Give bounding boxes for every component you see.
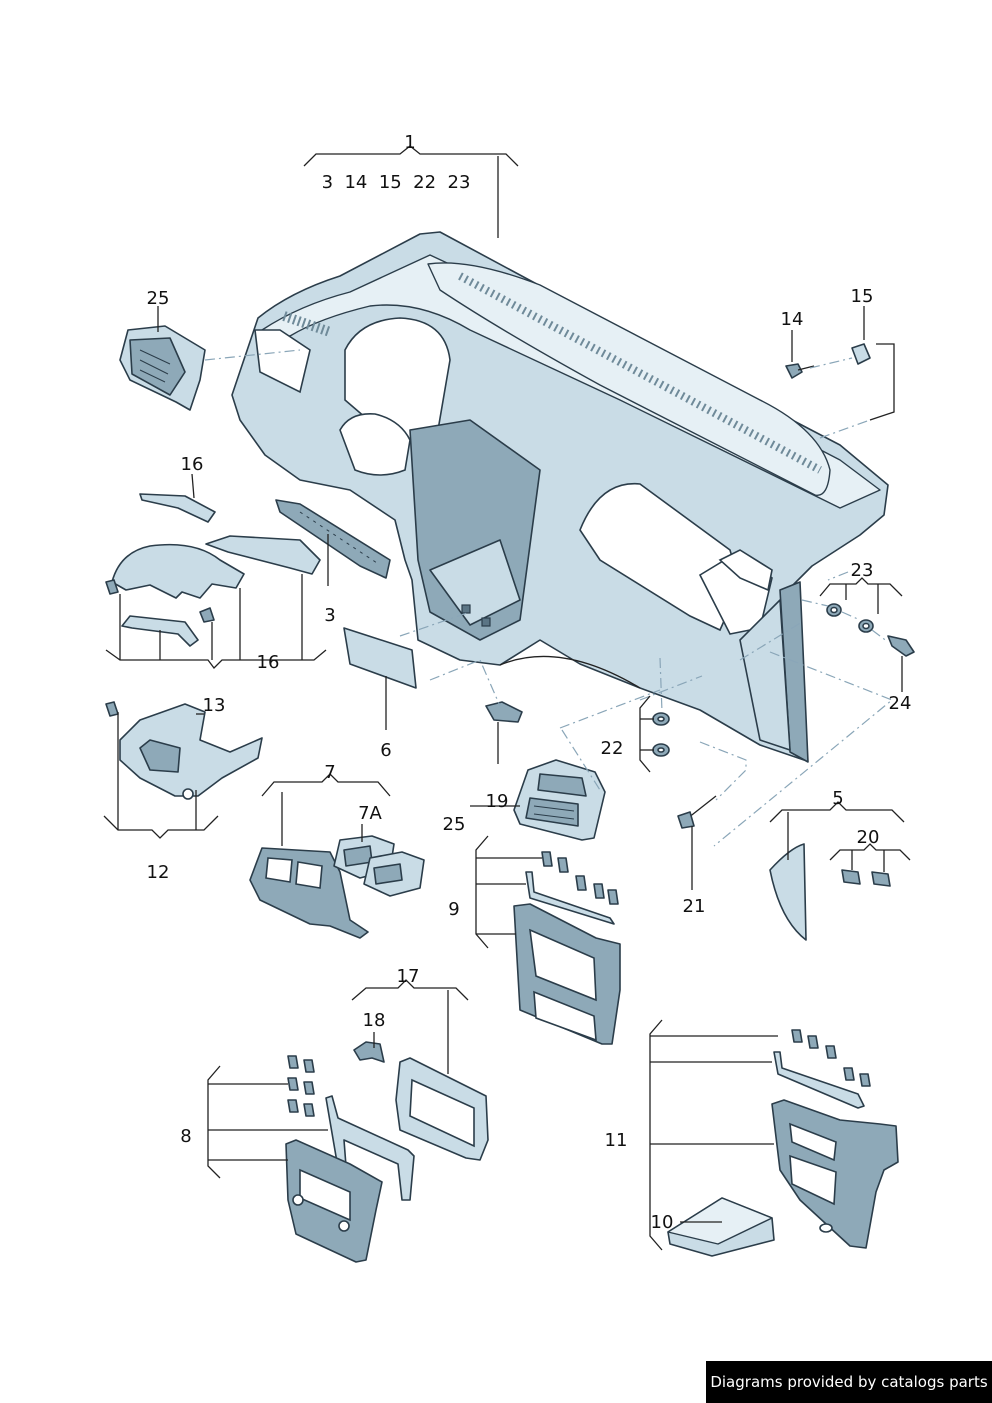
washers-22 bbox=[652, 712, 670, 757]
callout-8: 8 bbox=[180, 1126, 191, 1147]
trim-strip-9 bbox=[525, 871, 615, 925]
callout-3: 3 bbox=[324, 605, 335, 626]
attribution-footer: Diagrams provided by catalogs parts bbox=[706, 1361, 992, 1403]
callout-18: 18 bbox=[363, 1010, 386, 1031]
callout-16-lower: 16 bbox=[257, 652, 280, 673]
screw-14 bbox=[785, 363, 815, 379]
callout-23: 23 bbox=[851, 560, 874, 581]
clips-9 bbox=[541, 851, 619, 905]
washers-23 bbox=[826, 603, 874, 633]
bolt-24 bbox=[887, 635, 915, 657]
callout-14: 14 bbox=[781, 309, 804, 330]
connection-lines bbox=[204, 349, 894, 847]
callout-10: 10 bbox=[651, 1212, 674, 1233]
clips-20 bbox=[841, 869, 891, 887]
callout-11: 11 bbox=[605, 1130, 628, 1151]
clip-15 bbox=[851, 343, 871, 365]
center-air-vent-25 bbox=[513, 759, 606, 841]
steering-shroud-13 bbox=[105, 701, 263, 800]
center-console-panel-11 bbox=[771, 1099, 899, 1249]
callout-16-upper: 16 bbox=[181, 454, 204, 475]
callout-13: 13 bbox=[203, 695, 226, 716]
callout-17: 17 bbox=[397, 966, 420, 987]
cover-plate-6 bbox=[343, 627, 417, 689]
air-vents-7a bbox=[333, 835, 425, 897]
end-cover-5 bbox=[769, 843, 807, 941]
trim-strip-16-upper bbox=[139, 493, 216, 523]
callout-15: 15 bbox=[851, 286, 874, 307]
trim-strip-3 bbox=[275, 499, 391, 579]
callout-25-center-vent: 25 bbox=[443, 814, 466, 835]
bracket-18 bbox=[353, 1041, 385, 1063]
callout-20: 20 bbox=[857, 827, 880, 848]
vent-panel-7 bbox=[249, 847, 369, 939]
callout-7a: 7A bbox=[358, 803, 382, 824]
center-frame-9 bbox=[513, 903, 621, 1045]
center-panel-8 bbox=[285, 1139, 383, 1263]
leader-lines bbox=[103, 145, 911, 1251]
mounting-frame-17 bbox=[395, 1057, 489, 1161]
callout-21: 21 bbox=[683, 896, 706, 917]
callout-1: 1 bbox=[404, 132, 415, 153]
callout-labels: 1 3 14 15 22 23 25 15 14 16 3 16 23 24 1… bbox=[147, 132, 912, 1233]
clips-11 bbox=[791, 1029, 871, 1087]
sensor-19 bbox=[485, 701, 523, 723]
callout-25-side-vent: 25 bbox=[147, 288, 170, 309]
trim-strip-11 bbox=[773, 1051, 865, 1109]
dashboard-panel bbox=[231, 231, 889, 763]
callout-7: 7 bbox=[324, 762, 335, 783]
side-air-vent-left bbox=[119, 325, 206, 411]
storage-tray-10 bbox=[667, 1197, 775, 1257]
bolt-21 bbox=[677, 795, 717, 829]
callout-12: 12 bbox=[147, 862, 170, 883]
defroster-grille bbox=[282, 272, 822, 474]
callout-9: 9 bbox=[448, 899, 459, 920]
clips-8 bbox=[287, 1055, 315, 1117]
callout-24: 24 bbox=[889, 693, 912, 714]
callout-19: 19 bbox=[486, 791, 509, 812]
callout-22: 22 bbox=[601, 738, 624, 759]
callout-1-subparts: 3 14 15 22 23 bbox=[322, 172, 471, 193]
trim-panel-16 bbox=[205, 535, 321, 575]
callout-6: 6 bbox=[380, 740, 391, 761]
callout-5: 5 bbox=[832, 788, 843, 809]
steering-column-cover-upper bbox=[111, 543, 245, 599]
